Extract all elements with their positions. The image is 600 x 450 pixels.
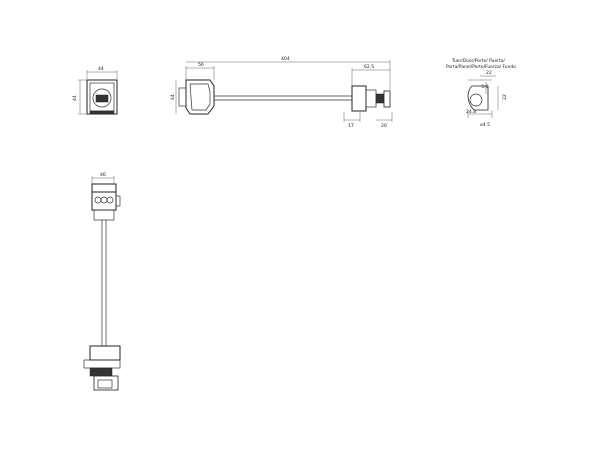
bottom-view-terminal-1 <box>94 196 102 204</box>
cutout-note-line-1: Tuer/Door/Porte/ Puerta/ <box>451 58 505 64</box>
cutout-dim-c-label: 22 <box>502 94 508 100</box>
side-view-handle-flange <box>351 85 367 112</box>
bottom-view-handle-flange <box>89 345 121 361</box>
side-view-handle-collar <box>365 89 377 108</box>
cutout-dim-d-label: 24.8 <box>466 109 476 115</box>
side-view-switch-body <box>185 79 215 115</box>
side-view-terminal <box>178 87 187 107</box>
bottom-view-switch-top <box>91 183 117 193</box>
bottom-view-handle-plate <box>83 359 121 369</box>
side-width-2-label: 62.5 <box>364 64 374 70</box>
side-height-label: 44 <box>170 94 176 100</box>
bottom-view-terminal-2 <box>100 196 108 204</box>
bottom-view-switch-lower <box>93 209 115 221</box>
front-view-knob <box>92 88 112 108</box>
cutout-shape <box>467 85 489 111</box>
side-dim-b-label: 20 <box>381 123 387 129</box>
front-view: 44 44 <box>72 66 118 115</box>
side-length-label: 404 <box>281 56 290 62</box>
bottom-view-switch-body <box>91 191 117 211</box>
cutout-detail: Tuer/Door/Porte/ Puerta/ Porta/Panel/Por… <box>446 58 516 128</box>
side-view-knob <box>383 90 391 108</box>
side-dim-a-label: 17 <box>348 123 354 129</box>
cutout-dim-a-label: 22 <box>486 70 492 76</box>
side-view: 56 404 62.5 44 17 20 <box>170 56 393 129</box>
cutout-hole <box>469 93 483 107</box>
cutout-hole-label: ⌀4.5 <box>480 122 490 128</box>
front-width-label: 44 <box>98 66 104 72</box>
side-view-knob-base <box>375 93 385 104</box>
bottom-width-label: 46 <box>100 172 106 178</box>
bottom-view-knob-detail <box>97 379 113 389</box>
cutout-note-line-2: Porta/Panel/Porte/Fuerza/ Fondo <box>446 64 516 70</box>
front-height-label: 44 <box>72 95 78 101</box>
bottom-view: 46 <box>83 172 121 391</box>
bottom-view-side-tab <box>115 195 121 207</box>
side-view-switch-inner <box>189 83 211 111</box>
front-view-handle <box>95 94 109 103</box>
bottom-view-knob-base <box>89 367 113 377</box>
side-width-1-label: 56 <box>198 62 204 68</box>
cutout-dim-b-label: 3.6 <box>481 84 488 90</box>
bottom-view-terminal-3 <box>106 196 114 204</box>
front-view-base <box>89 110 115 115</box>
